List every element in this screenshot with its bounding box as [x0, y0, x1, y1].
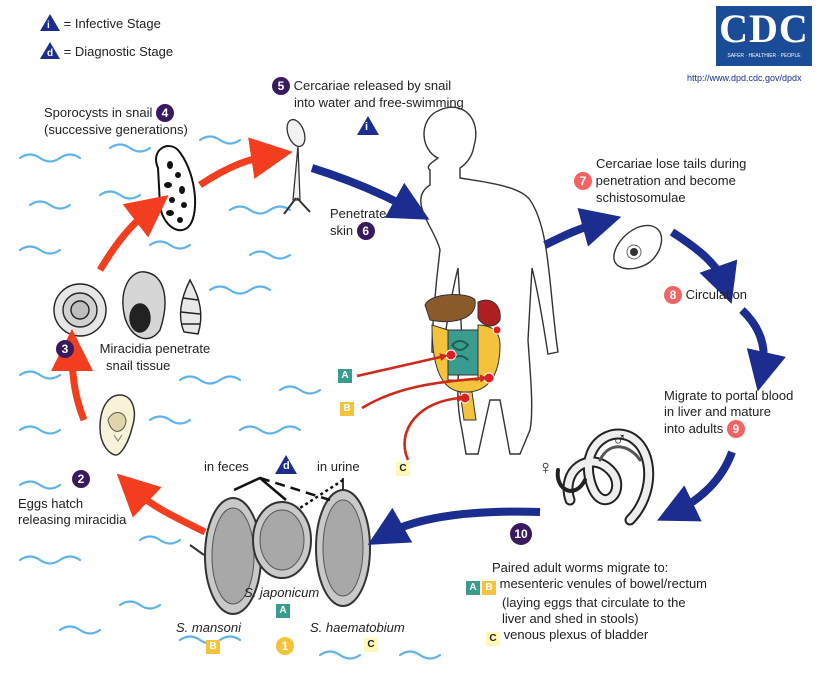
step-5-label: 5 Cercariae released by snail into water…	[272, 77, 464, 111]
step-4-badge: 4	[156, 104, 174, 122]
step-7-label: Cercariae lose tails during 7 penetratio…	[574, 156, 746, 206]
japonicum-code-a: A	[276, 604, 290, 618]
step-3-badge: 3	[56, 340, 74, 358]
female-symbol: ♀	[538, 460, 553, 476]
step-3-label: 3 Miracidia penetrate snail tissue	[56, 340, 210, 374]
organ-code-c: C	[396, 462, 410, 476]
step-7-badge: 7	[574, 172, 592, 190]
in-urine-label: in urine	[317, 459, 360, 475]
s-mansoni-label: S. mansoni	[176, 620, 241, 636]
infective-marker: i	[357, 116, 379, 135]
diagnostic-stage-icon: d	[40, 42, 60, 59]
schistosomulum	[614, 225, 662, 268]
egg-s-japonicum	[253, 502, 311, 578]
mansoni-code-b: B	[206, 640, 220, 654]
diagnostic-marker: d	[275, 455, 297, 474]
step-8-badge: 8	[664, 286, 682, 304]
worm-code-a: A	[466, 581, 480, 595]
haematobium-code-c: C	[364, 638, 378, 652]
legend-diagnostic: d = Diagnostic Stage	[40, 42, 173, 60]
step-10-badge: 10	[510, 523, 532, 545]
step-4-label: Sporocysts in snail 4 (successive genera…	[44, 104, 188, 138]
infective-stage-icon: i	[40, 14, 60, 31]
cdc-url[interactable]: http://www.dpd.cdc.gov/dpdx	[687, 70, 802, 86]
snails	[54, 272, 201, 339]
worm-code-b: B	[482, 581, 496, 595]
in-feces-label: in feces	[204, 459, 249, 475]
cdc-logo: CDC SAFER · HEALTHIER · PEOPLE	[716, 6, 812, 66]
step-9-label: Migrate to portal blood in liver and mat…	[664, 388, 793, 438]
male-symbol: ♂	[612, 432, 627, 448]
cercaria	[284, 117, 310, 214]
step-8-label: 8 Circulation	[664, 286, 747, 304]
step-6-badge: 6	[357, 222, 375, 240]
step-2-badge: 2	[72, 470, 90, 488]
organ-code-b: B	[340, 402, 354, 416]
organ-code-a: A	[338, 369, 352, 383]
adult-worm-pair	[558, 434, 649, 520]
miracidium	[100, 395, 134, 455]
step-2-label: 2 Eggs hatch releasing miracidia	[18, 470, 126, 528]
sporocyst	[156, 146, 195, 230]
step-5-badge: 5	[272, 77, 290, 95]
step-6-label: Penetrate skin 6	[330, 206, 386, 240]
step-9-badge: 9	[727, 420, 745, 438]
s-japonicum-label: S. japonicum	[244, 585, 319, 601]
s-haematobium-label: S. haematobium	[310, 620, 405, 636]
step-1-badge: 1	[276, 637, 294, 655]
legend-infective: i = Infective Stage	[40, 14, 161, 32]
worm-code-c: C	[486, 632, 500, 646]
